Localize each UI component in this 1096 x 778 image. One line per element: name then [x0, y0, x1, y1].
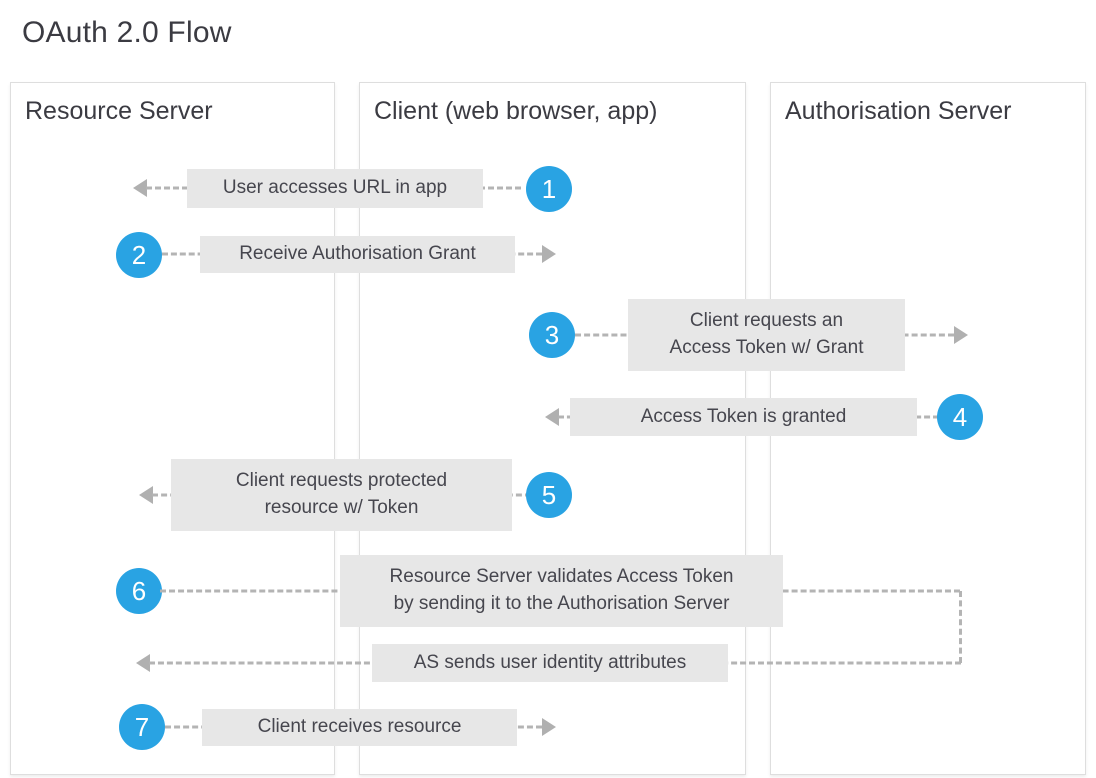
step-3-arrowhead	[954, 326, 968, 344]
step-1-message: User accesses URL in app	[187, 169, 483, 208]
step-6-message: Resource Server validates Access Token b…	[340, 555, 783, 627]
step-4-message: Access Token is granted	[570, 398, 917, 436]
page-title: OAuth 2.0 Flow	[22, 16, 232, 49]
step-2-arrowhead	[542, 245, 556, 263]
step-6-number: 6	[116, 568, 162, 614]
step-4-number: 4	[937, 394, 983, 440]
step-2-message: Receive Authorisation Grant	[200, 236, 515, 273]
lane-title-resource-server: Resource Server	[25, 97, 213, 125]
lane-title-client: Client (web browser, app)	[374, 97, 658, 125]
step-1-number: 1	[526, 166, 572, 212]
step-1-arrowhead	[133, 179, 147, 197]
step-2-number: 2	[116, 232, 162, 278]
step-6-connector-vertical	[959, 591, 962, 663]
as-response-arrowhead	[136, 654, 150, 672]
step-4-arrowhead	[545, 408, 559, 426]
step-5-message: Client requests protected resource w/ To…	[171, 459, 512, 531]
step-5-arrowhead	[139, 486, 153, 504]
step-7-number: 7	[119, 704, 165, 750]
step-3-number: 3	[529, 312, 575, 358]
step-7-message: Client receives resource	[202, 709, 517, 746]
as-response-message: AS sends user identity attributes	[372, 644, 728, 682]
step-3-message: Client requests an Access Token w/ Grant	[628, 299, 905, 371]
step-5-number: 5	[526, 472, 572, 518]
lane-title-auth-server: Authorisation Server	[785, 97, 1012, 125]
step-7-arrowhead	[542, 718, 556, 736]
